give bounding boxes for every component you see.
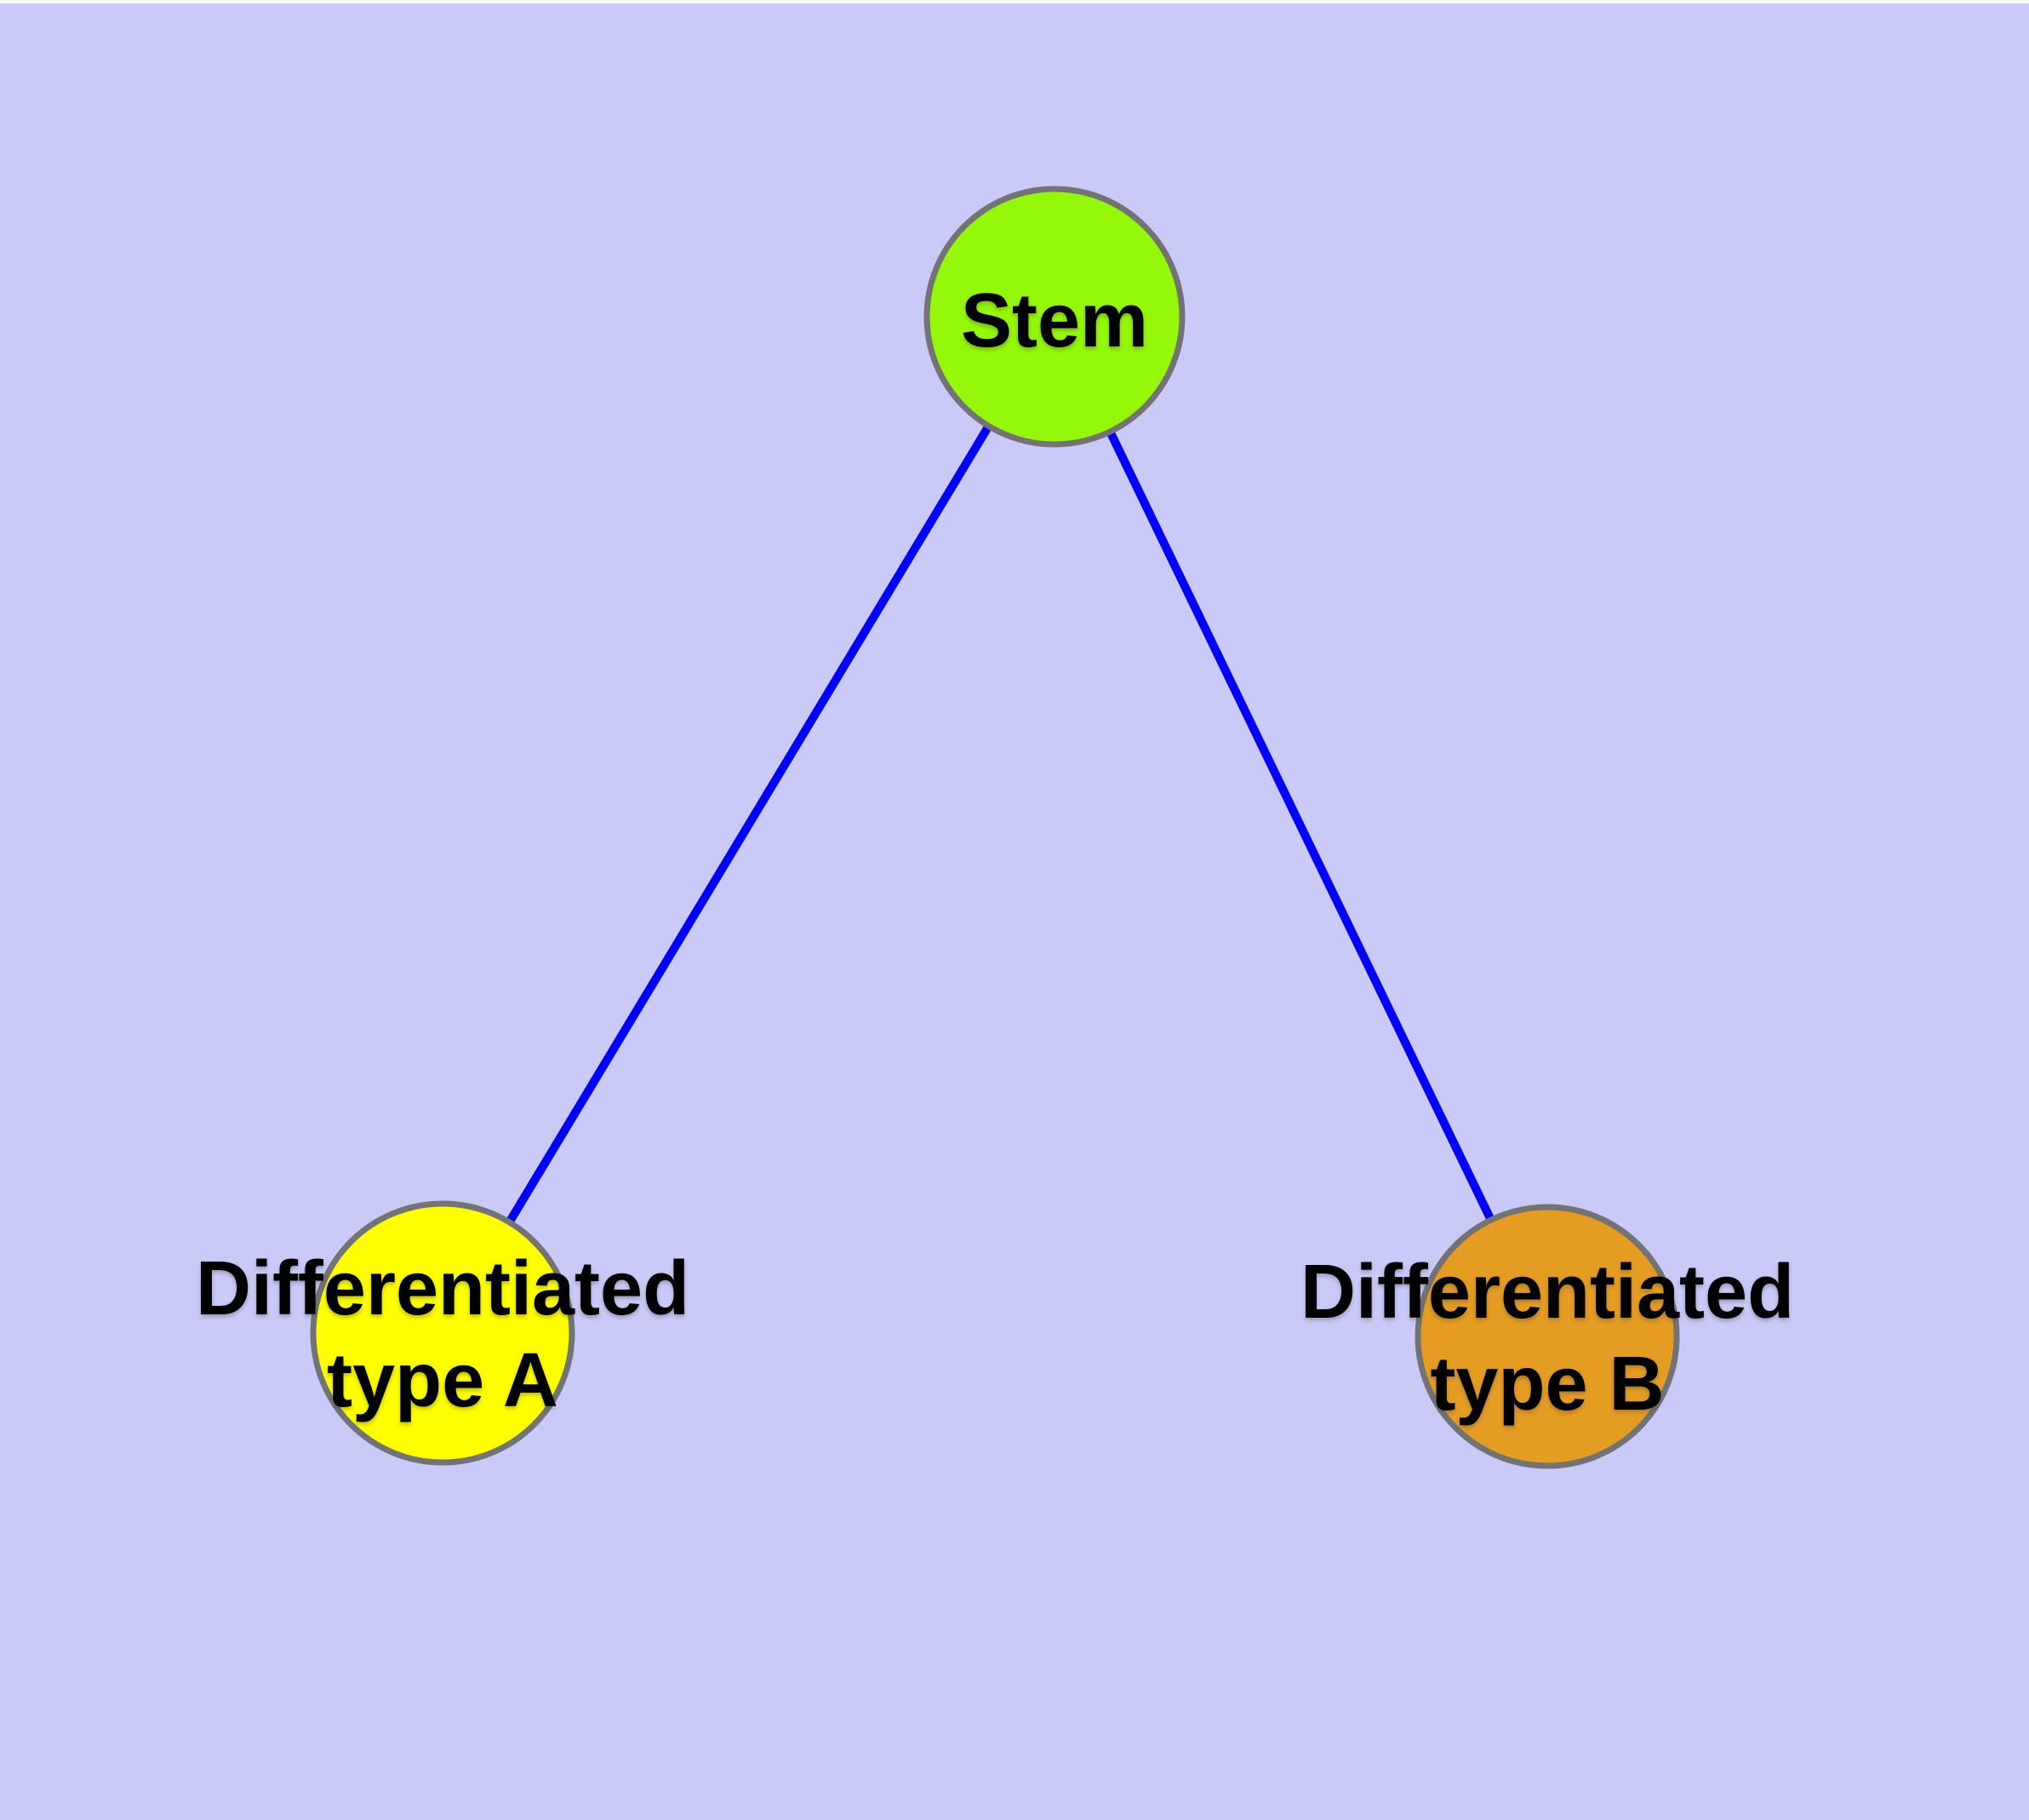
edge-stem-to-type-a bbox=[438, 314, 1059, 1336]
edge-stem-to-type-b bbox=[1050, 314, 1552, 1339]
node-type-a-circle bbox=[310, 1200, 575, 1466]
node-type-b-circle bbox=[1415, 1204, 1680, 1469]
node-stem-circle bbox=[923, 186, 1186, 448]
